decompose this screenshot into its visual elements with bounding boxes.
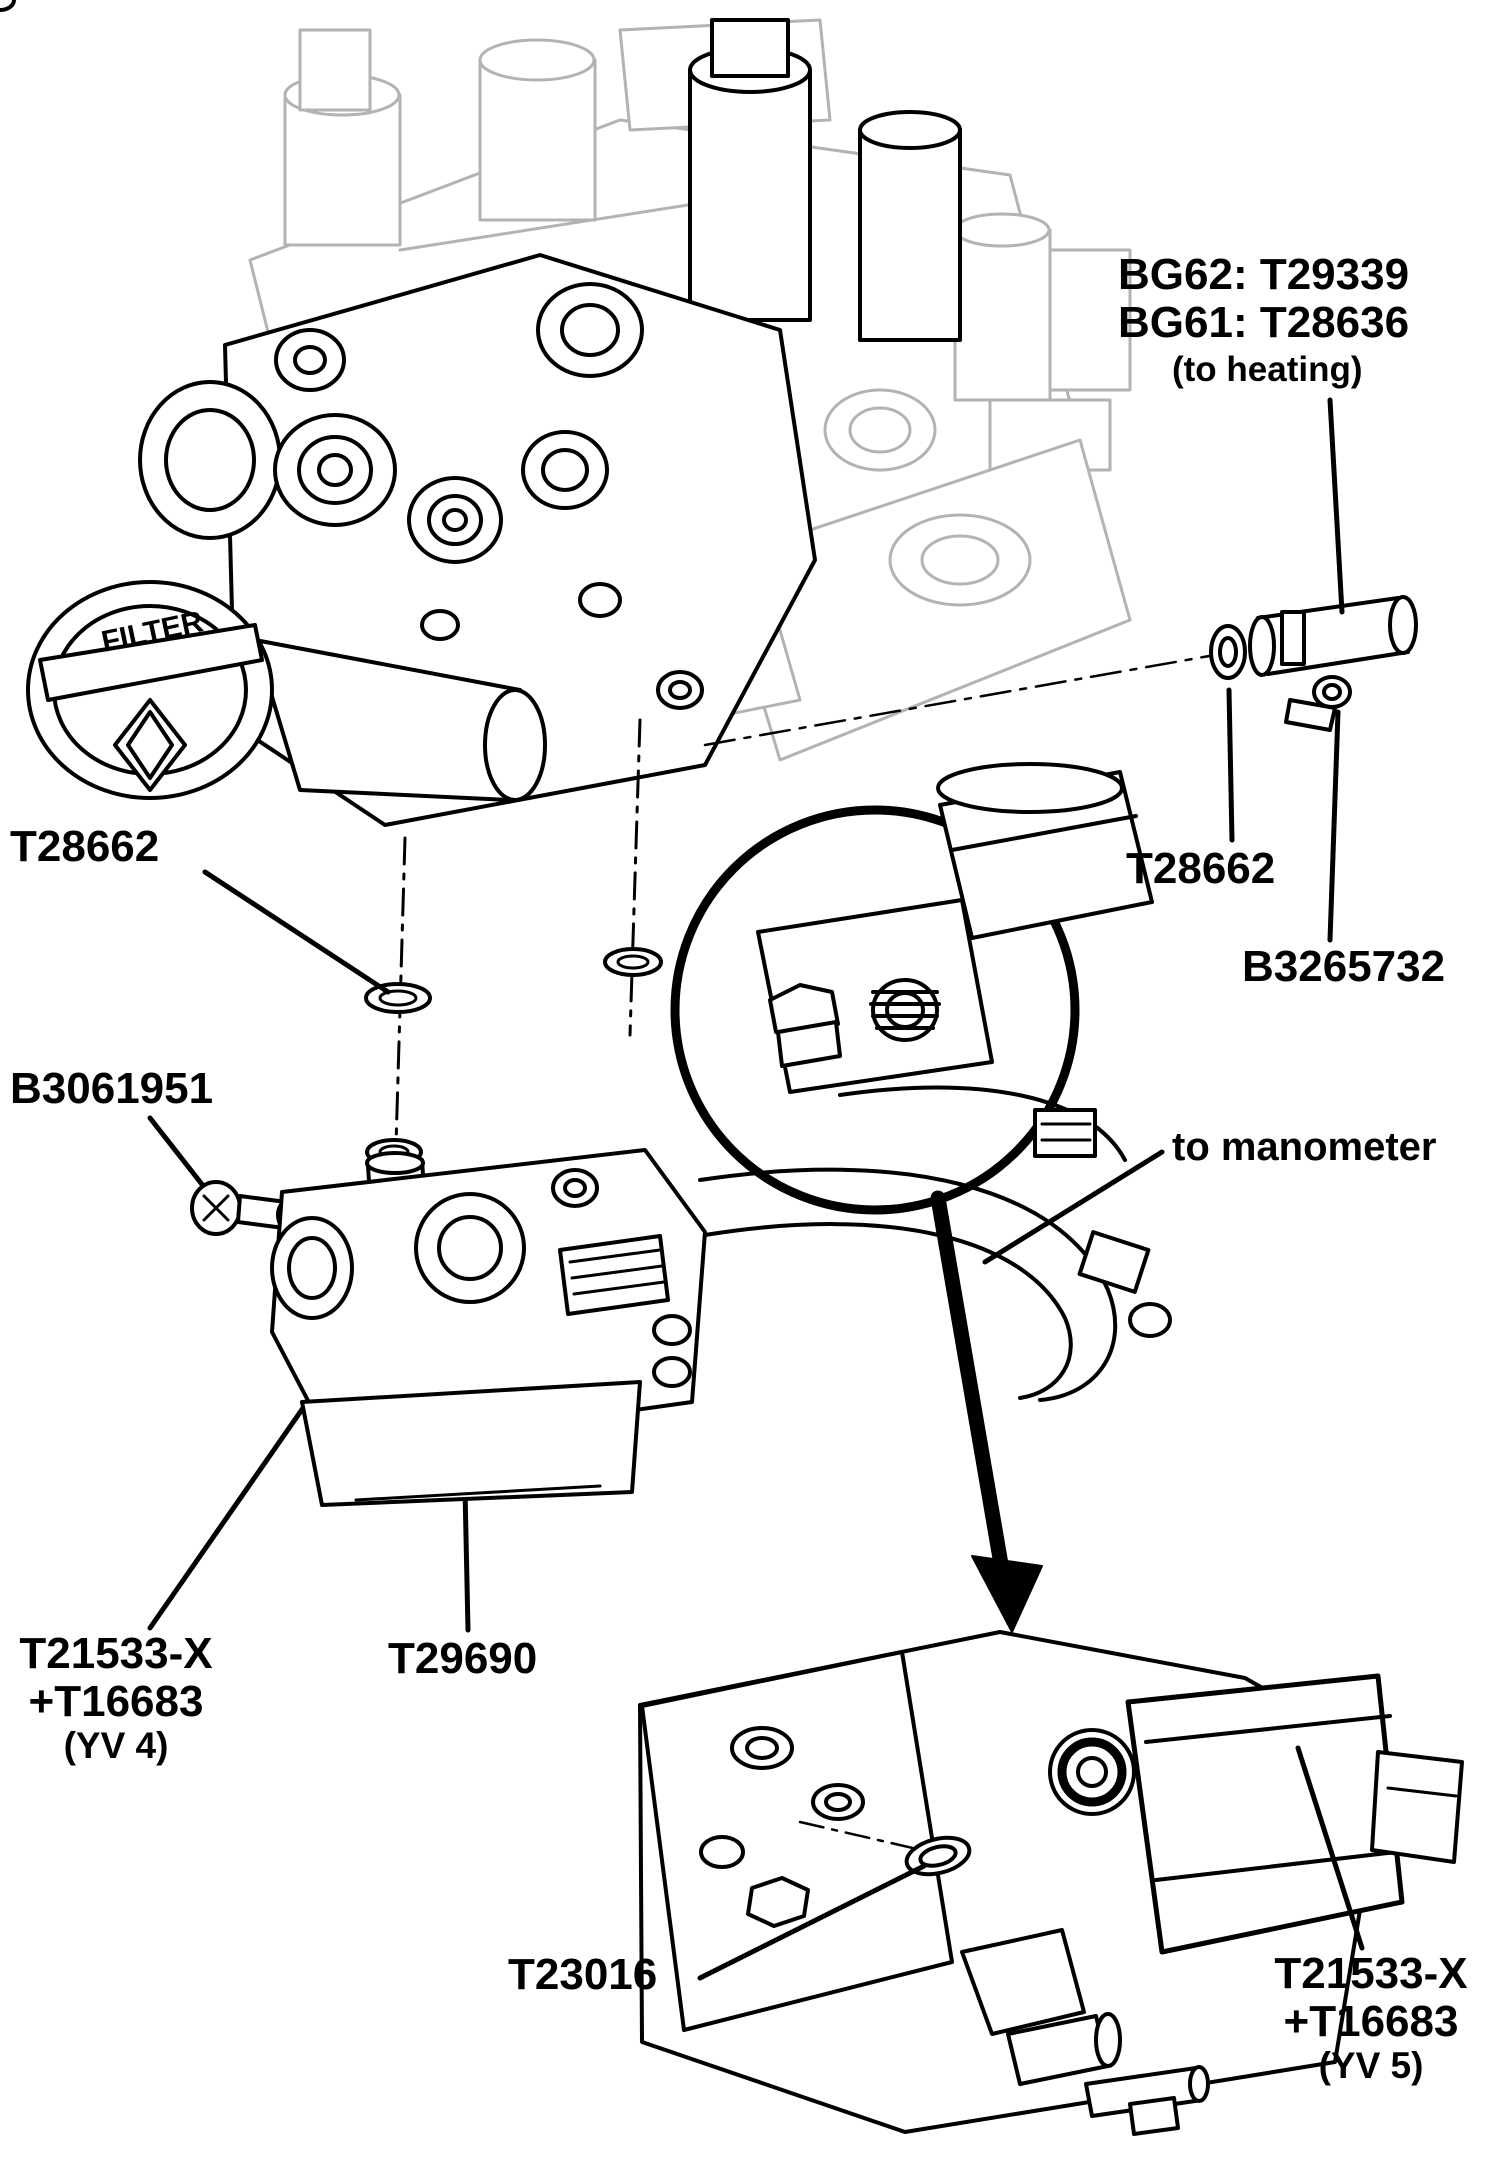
label-screw-left: B3061951 — [10, 1064, 214, 1113]
manometer-manifold — [698, 1085, 1172, 1402]
leader-lines-upper-right — [1226, 397, 1345, 943]
label-screw-right: B3265732 — [1242, 942, 1446, 991]
filter-cap: FILTER — [26, 580, 274, 800]
leader-lines-bottom — [697, 1745, 1365, 1981]
label-valve-yv4-id: (YV 4) — [63, 1725, 169, 1767]
label-block-part: T29690 — [388, 1634, 538, 1683]
label-valve-yv5-part: T21533-X — [1274, 1949, 1468, 1998]
detail-arrow — [930, 1190, 1043, 1633]
label-oring-left: T28662 — [10, 822, 160, 871]
label-valve-yv4-part: T21533-X — [19, 1629, 213, 1678]
heating-fitting — [703, 595, 1418, 747]
label-oring-right: T28662 — [1126, 844, 1276, 893]
yv5-detail-view — [0, 0, 1464, 2136]
label-oring-detail: T23016 — [508, 1950, 658, 1999]
upper-valve-block — [138, 18, 962, 827]
magnifier-circle — [670, 805, 1080, 1215]
label-heating-part-bg62: BG62: T29339 — [1118, 250, 1410, 299]
label-manometer-note: to manometer — [1172, 1125, 1437, 1169]
yv4-valve-block — [190, 1148, 707, 1507]
label-heating-note: (to heating) — [1172, 350, 1363, 389]
label-valve-yv5-id: (YV 5) — [1318, 2045, 1424, 2087]
label-heating-part-bg61: BG61: T28636 — [1118, 298, 1410, 347]
leader-line-manometer — [982, 1149, 1165, 1265]
label-valve-yv4-part2: +T16683 — [28, 1676, 204, 1726]
label-valve-yv4: T21533-X +T16683 (YV 4) — [0, 1630, 232, 1768]
label-valve-yv5-part2: +T16683 — [1283, 1996, 1459, 2046]
mid-solenoid-valve — [756, 762, 1154, 1094]
label-valve-yv5: T21533-X +T16683 (YV 5) — [1246, 1950, 1496, 2088]
